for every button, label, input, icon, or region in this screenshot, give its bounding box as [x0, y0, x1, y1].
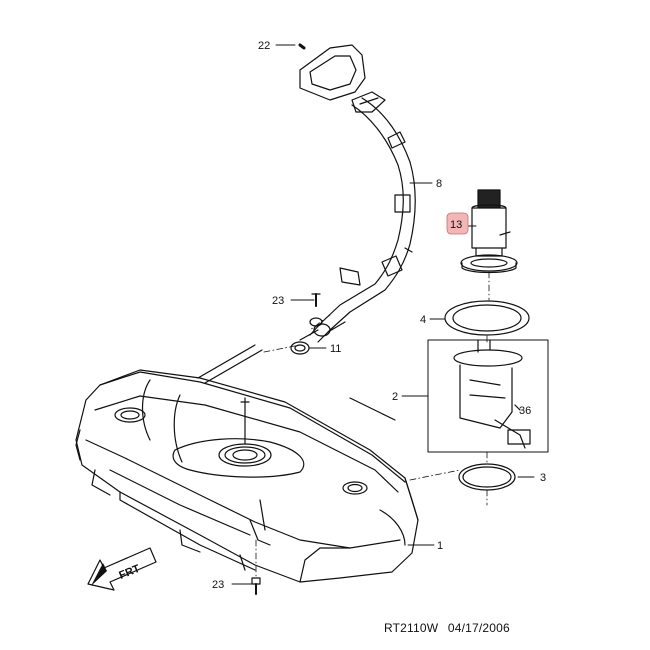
sealing-ring-4: [444, 300, 530, 336]
callout-22: 22: [258, 40, 270, 52]
o-ring-3: [458, 463, 516, 491]
drawing-code: RT2110W: [384, 621, 439, 635]
callout-36: 36: [519, 405, 531, 417]
callout-1: 1: [437, 540, 443, 552]
pump-module-box: [427, 339, 549, 453]
callout-3: 3: [540, 472, 546, 484]
bolt-23-upper: [311, 293, 321, 307]
bolt-22: [298, 43, 306, 50]
callout-11: 11: [330, 343, 341, 355]
assembly-lines: [255, 271, 490, 579]
tank-strap: [197, 344, 396, 421]
fuel-tank: [75, 369, 419, 583]
bolt-23-lower: [251, 577, 261, 595]
callout-23-lower: 23: [212, 579, 224, 591]
callout-13: 13: [450, 219, 462, 231]
callout-23-upper: 23: [272, 295, 284, 307]
tank-pump-opening: [218, 397, 272, 467]
filler-housing: [299, 44, 386, 113]
part-13-highlight: [446, 212, 469, 235]
diagram-footer: RT2110W 04/17/2006: [384, 621, 516, 635]
leader-lines: [231, 44, 535, 585]
drawing-date: 04/17/2006: [447, 621, 510, 635]
callout-8: 8: [436, 178, 442, 190]
callout-4: 4: [420, 314, 426, 326]
filler-neck-pipe: [299, 97, 416, 343]
fuel-pump-motor: [460, 189, 518, 274]
front-direction-arrow: FRT: [87, 547, 157, 591]
callout-2: 2: [392, 391, 398, 403]
